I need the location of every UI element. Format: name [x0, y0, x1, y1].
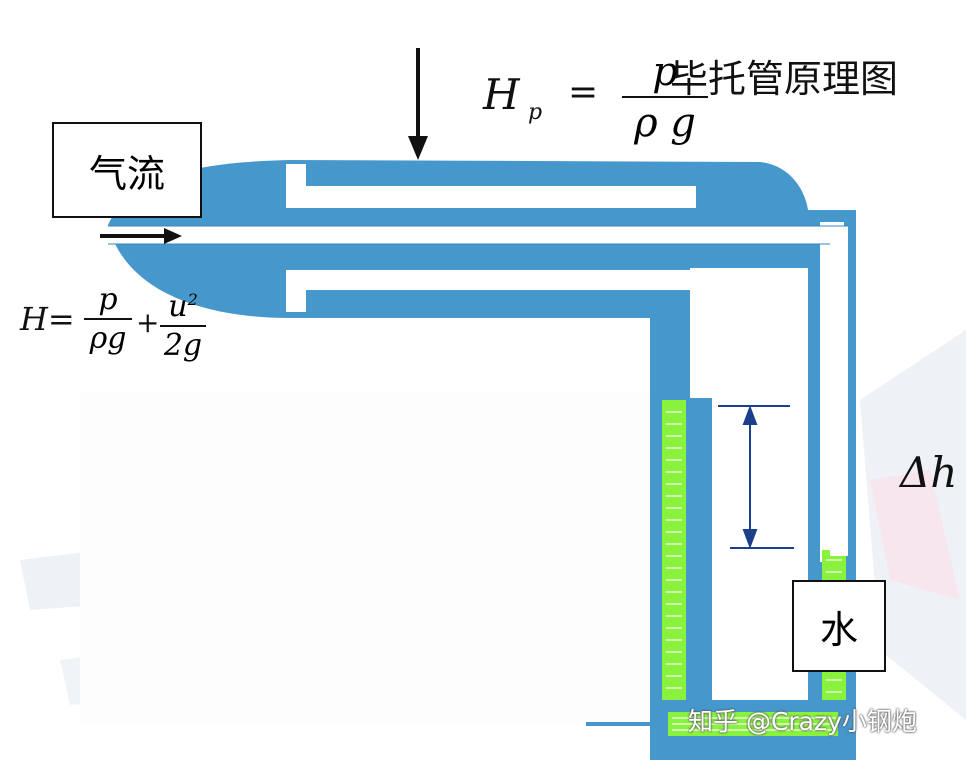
hp-numerator: p: [652, 49, 678, 95]
water-label: 水: [819, 607, 858, 652]
airflow-label-box: 气流: [52, 122, 202, 218]
water-label-box: 水: [792, 580, 886, 672]
delta-h-dimension: [718, 405, 794, 549]
stagnation-tube-bore: [108, 226, 848, 244]
airflow-label: 气流: [88, 151, 165, 196]
h-frac1-den: ρg: [89, 321, 127, 356]
h-fraction-1: p ρg: [84, 282, 132, 358]
h-fraction-2: u2 2g: [160, 282, 206, 365]
h-frac1-num: p: [98, 282, 118, 317]
h-plus: +: [136, 306, 160, 339]
hp-denominator: ρ g: [634, 100, 696, 146]
h-formula-lhs: H=: [20, 300, 75, 338]
watermark: 知乎 @Crazy小钢炮: [688, 707, 917, 736]
h-frac2-num: u2: [168, 289, 198, 324]
hp-fraction: p ρ g: [622, 48, 708, 148]
diagram-title: 毕托管原理图: [670, 57, 899, 101]
h-frac2-den: 2g: [163, 328, 203, 363]
delta-h-label: Δh: [900, 448, 958, 497]
hp-equals: =: [568, 72, 599, 113]
hp-lhs: H: [483, 70, 520, 119]
hp-subscript: p: [528, 100, 543, 125]
